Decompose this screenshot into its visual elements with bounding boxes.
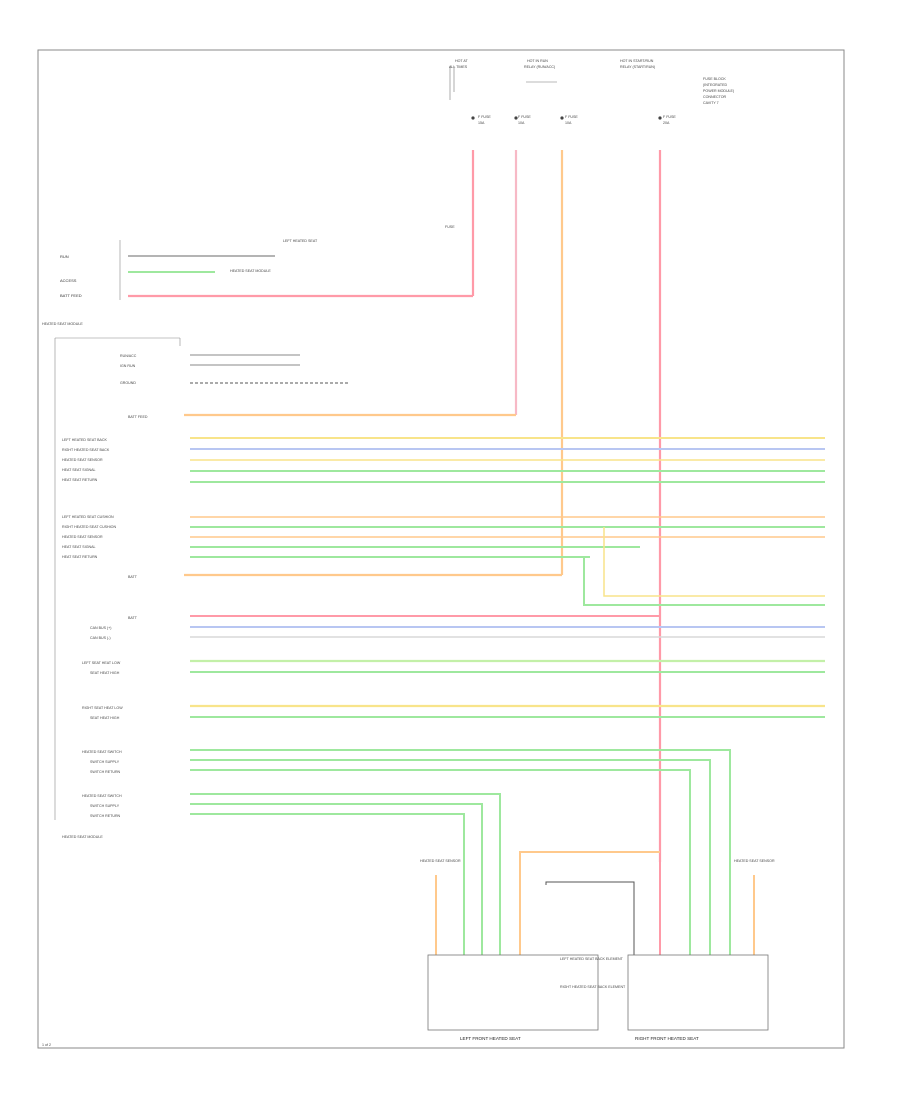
svg-text:F FUSE: F FUSE — [478, 115, 491, 119]
left-sensor-label: HEATED SEAT SENSOR — [420, 859, 461, 863]
group-batt-feed: BATT FEED — [128, 415, 148, 419]
g5-label-1: BATT — [128, 616, 138, 620]
g4-label-3: HEATED SEAT SENSOR — [62, 535, 103, 539]
diagram-frame — [37, 49, 845, 1049]
g4-label-1: LEFT HEATED SEAT CUSHION — [62, 515, 114, 519]
group-switch-right: HEATED SEAT SWITCH SWITCH SUPPLY SWITCH … — [82, 793, 501, 862]
svg-text:10A: 10A — [565, 121, 572, 125]
g3-label-2: RIGHT HEATED SEAT BACK — [62, 448, 110, 452]
module-title: HEATED SEAT MODULE — [42, 322, 83, 326]
g8-label-3: SWITCH RETURN — [90, 770, 121, 774]
g9-label-2: SWITCH SUPPLY — [90, 804, 120, 808]
svg-text:20A: 20A — [663, 121, 670, 125]
g1-label-3: GROUND — [120, 381, 136, 385]
svg-text:POWER MODULE): POWER MODULE) — [703, 89, 734, 93]
g8-label-1: HEATED SEAT SWITCH — [82, 750, 122, 754]
bottom-harness: HEATED SEAT SENSOR HEATED SEAT SENSOR — [420, 851, 775, 955]
g9-label-1: HEATED SEAT SWITCH — [82, 794, 122, 798]
svg-text:ALL TIMES: ALL TIMES — [449, 65, 468, 69]
g4-label-5: HEAT SEAT RETURN — [62, 555, 98, 559]
module-bracket — [54, 337, 181, 820]
g2-label-1: BATT FEED — [128, 415, 148, 419]
group-left-seat-heat: LEFT SEAT HEAT LOW SEAT HEAT HIGH — [82, 659, 825, 675]
left-front-heated-seat-box — [427, 954, 599, 1031]
group-seat-back: LEFT HEATED SEAT BACK RIGHT HEATED SEAT … — [62, 437, 825, 483]
svg-text:HOT IN RUN: HOT IN RUN — [527, 59, 548, 63]
svg-text:FUSE BLOCK: FUSE BLOCK — [703, 77, 726, 81]
top-feeds: HOT AT ALL TIMES HOT IN RUN RELAY (RUN/A… — [449, 59, 734, 125]
annot-fuse: FUSE — [445, 225, 455, 229]
g3-label-5: HEAT SEAT RETURN — [62, 478, 98, 482]
svg-text:RELAY (RUN/ACC): RELAY (RUN/ACC) — [524, 65, 555, 69]
svg-text:HOT IN START/RUN: HOT IN START/RUN — [620, 59, 654, 63]
g6-label-2: SEAT HEAT HIGH — [90, 671, 120, 675]
left-seat-label: LEFT FRONT HEATED SEAT — [460, 1036, 521, 1041]
g9-label-3: SWITCH RETURN — [90, 814, 121, 818]
pin-access-label: ACCESS — [60, 278, 77, 283]
g7-label-2: SEAT HEAT HIGH — [90, 716, 120, 720]
svg-text:RELAY (START/RUN): RELAY (START/RUN) — [620, 65, 655, 69]
g1-label-1: RUN/ACC — [120, 354, 137, 358]
g8-label-2: SWITCH SUPPLY — [90, 760, 120, 764]
svg-text:CAVITY 7: CAVITY 7 — [703, 101, 719, 105]
svg-text:10A: 10A — [518, 121, 525, 125]
page-marker: 1 of 2 — [42, 1043, 51, 1047]
group-switch-left: HEATED SEAT SWITCH SWITCH SUPPLY SWITCH … — [82, 749, 731, 862]
svg-text:CONNECTOR: CONNECTOR — [703, 95, 726, 99]
g6-label-1: LEFT SEAT HEAT LOW — [82, 661, 121, 665]
center-caption-left: LEFT HEATED SEAT BACK ELEMENT — [560, 957, 624, 961]
annot-left-heated-seat: LEFT HEATED SEAT — [283, 239, 318, 243]
pin-run-label: RUN — [60, 254, 69, 259]
svg-text:(INTEGRATED: (INTEGRATED — [703, 83, 727, 87]
upper-input-block: RUN ACCESS BATT FEED LEFT HEATED SEAT HE… — [42, 225, 473, 326]
g1-label-2: IGN RUN — [120, 364, 136, 368]
g5-label-2: CAN BUS (+) — [90, 626, 111, 630]
g4-label-4: HEAT SEAT SIGNAL — [62, 545, 96, 549]
right-sensor-label: HEATED SEAT SENSOR — [734, 859, 775, 863]
group-ign: RUN/ACC IGN RUN GROUND — [120, 354, 350, 385]
group-canbus: BATT CAN BUS (+) CAN BUS (-) — [90, 615, 825, 640]
svg-text:HOT AT: HOT AT — [455, 59, 468, 63]
group-right-seat-heat: RIGHT SEAT HEAT LOW SEAT HEAT HIGH — [82, 704, 825, 720]
g4-label-2: RIGHT HEATED SEAT CUSHION — [62, 525, 116, 529]
group-seat-cushion: LEFT HEATED SEAT CUSHION RIGHT HEATED SE… — [62, 515, 825, 606]
right-front-heated-seat-box — [627, 954, 769, 1031]
svg-text:F FUSE: F FUSE — [518, 115, 531, 119]
vertical-feed-wires — [184, 150, 662, 862]
right-seat-label: RIGHT FRONT HEATED SEAT — [635, 1036, 699, 1041]
center-caption-right: RIGHT HEATED SEAT BACK ELEMENT — [560, 985, 626, 989]
svg-text:F FUSE: F FUSE — [565, 115, 578, 119]
bottom-components: LEFT HEATED SEAT BACK ELEMENT RIGHT HEAT… — [427, 954, 769, 1041]
g5-label-3: CAN BUS (-) — [90, 636, 111, 640]
g3-label-1: LEFT HEATED SEAT BACK — [62, 438, 107, 442]
g3-label-4: HEAT SEAT SIGNAL — [62, 468, 96, 472]
g7-label-1: RIGHT SEAT HEAT LOW — [82, 706, 123, 710]
svg-text:15A: 15A — [478, 121, 485, 125]
svg-text:F FUSE: F FUSE — [663, 115, 676, 119]
footer-module-label: HEATED SEAT MODULE — [62, 835, 103, 839]
pin-batt-label: BATT FEED — [60, 293, 82, 298]
g3-label-3: HEATED SEAT SENSOR — [62, 458, 103, 462]
g4-label-6: BATT — [128, 575, 138, 579]
annot-heated-seat-module: HEATED SEAT MODULE — [230, 269, 271, 273]
